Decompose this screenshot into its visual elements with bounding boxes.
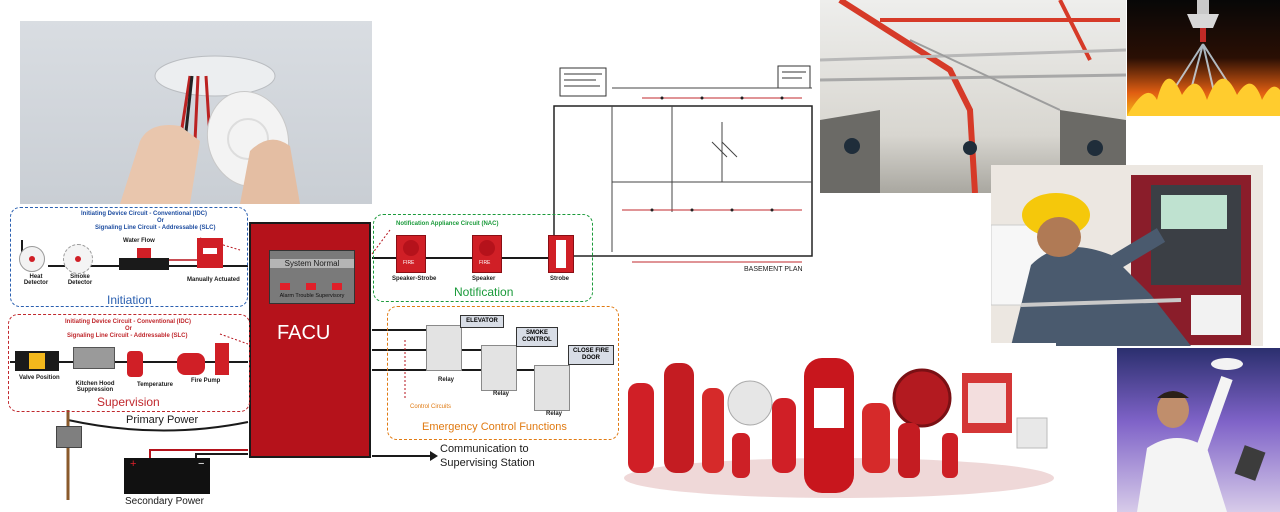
relay-2: [481, 345, 517, 391]
elevator-function: ELEVATOR: [460, 315, 504, 328]
emergency-section-label: Emergency Control Functions: [422, 421, 567, 433]
trouble-led-icon: [306, 283, 316, 290]
valve-position-label: Valve Position: [19, 375, 60, 381]
valve-position-icon: [15, 351, 59, 371]
battery-plus-icon: +: [130, 458, 137, 470]
supervision-section-label: Supervision: [97, 395, 160, 409]
smoke-detector-install-illustration: [120, 55, 300, 204]
smoke-control-function: SMOKE CONTROL: [516, 327, 558, 347]
floor-plan: BASEMENT PLAN: [552, 62, 814, 280]
temperature-icon: [127, 351, 143, 377]
notification-section-label: Notification: [454, 285, 514, 299]
facu-display: System Normal Alarm Trouble Supervisory: [269, 250, 355, 304]
smoke-detector-label: Smoke Detector: [67, 274, 93, 286]
valve-icon: [215, 343, 229, 375]
heat-detector-label: Heat Detector: [23, 274, 49, 286]
battery-minus-icon: −: [198, 458, 205, 470]
speaker-label: Speaker: [472, 276, 496, 282]
facu-label: FACU: [277, 322, 331, 344]
kitchen-hood-label: Kitchen Hood Suppression: [75, 381, 115, 393]
floor-plan-caption: BASEMENT PLAN: [744, 266, 803, 273]
manual-pull-station-icon: [197, 238, 223, 268]
strobe-icon: [548, 235, 574, 273]
floor-plan-drawing: [553, 65, 813, 263]
fire-pump-label: Fire Pump: [191, 378, 221, 384]
water-flow-icon: [119, 248, 169, 270]
corridor-fire-sprinkler-pipes-photo: [820, 0, 1126, 193]
relay-3: [534, 365, 570, 411]
alarm-led-icon: [280, 283, 290, 290]
supervision-circuit-title-1: Initiating Device Circuit - Conventional…: [65, 319, 192, 325]
supervision-circuit-title-3: Signaling Line Circuit - Addressable (SL…: [67, 333, 188, 339]
facu-led-labels: Alarm Trouble Supervisory: [279, 293, 345, 299]
relay-3-label: Relay: [546, 411, 563, 417]
supervisory-led-icon: [332, 283, 342, 290]
relay-1-label: Relay: [438, 377, 455, 383]
kitchen-hood-icon: [73, 347, 115, 369]
relay-2-label: Relay: [493, 391, 510, 397]
inspector-illustration: [1137, 358, 1266, 512]
smoke-detector-install-photo: [20, 21, 372, 204]
speaker-icon: FIRE: [472, 235, 502, 273]
technician-illustration: [991, 175, 1251, 346]
close-fire-door-function: CLOSE FIRE DOOR: [568, 345, 614, 365]
manual-pull-station-label: Manually Actuated: [187, 277, 240, 283]
speaker-tag: FIRE: [479, 260, 491, 266]
initiation-section: Initiating Device Circuit - Conventional…: [10, 207, 248, 307]
initiation-circuit-title-1: Initiating Device Circuit - Conventional…: [81, 211, 208, 217]
initiation-section-label: Initiation: [107, 293, 152, 307]
primary-power-transformer-icon: [56, 426, 82, 448]
sprinkler-head-fire-photo: [1127, 0, 1280, 116]
extinguisher-range-illustration: [624, 358, 1054, 498]
facu-status-text: System Normal: [270, 259, 354, 268]
battery-icon: + −: [124, 458, 210, 494]
heat-detector-icon: [19, 246, 45, 272]
temperature-label: Temperature: [137, 382, 173, 388]
notification-section: Notification Appliance Circuit (NAC) FIR…: [373, 214, 593, 302]
communication-label: Communication to Supervising Station: [440, 443, 535, 469]
primary-power-label: Primary Power: [126, 414, 199, 426]
initiation-circuit-title-3: Signaling Line Circuit - Addressable (SL…: [95, 225, 216, 231]
technician-control-panel-photo: [991, 165, 1263, 346]
initiation-circuit-title-2: Or: [157, 218, 165, 224]
strobe-label: Strobe: [550, 276, 570, 282]
smoke-detector-icon: [63, 244, 93, 274]
notification-circuit-title: Notification Appliance Circuit (NAC): [396, 221, 499, 227]
inspector-ceiling-detector-photo: [1117, 348, 1280, 512]
control-circuits-label: Control Circuits: [410, 404, 452, 410]
supervision-section: Initiating Device Circuit - Conventional…: [8, 314, 250, 412]
relay-1: [426, 325, 462, 371]
fire-pump-icon: [177, 353, 205, 375]
secondary-power-label: Secondary Power: [125, 496, 204, 507]
fire-extinguisher-range-photo: [622, 343, 1056, 505]
water-flow-label: Water Flow: [123, 238, 155, 244]
sprinkler-fire-illustration: [1127, 0, 1280, 116]
speaker-strobe-icon: FIRE: [396, 235, 426, 273]
supervision-circuit-title-2: Or: [125, 326, 133, 332]
speaker-strobe-tag: FIRE: [403, 260, 415, 266]
emergency-control-section: Relay Relay Relay ELEVATOR SMOKE CONTROL…: [387, 306, 619, 440]
facu-panel: System Normal Alarm Trouble Supervisory …: [249, 222, 371, 458]
speaker-strobe-label: Speaker-Strobe: [392, 276, 437, 282]
